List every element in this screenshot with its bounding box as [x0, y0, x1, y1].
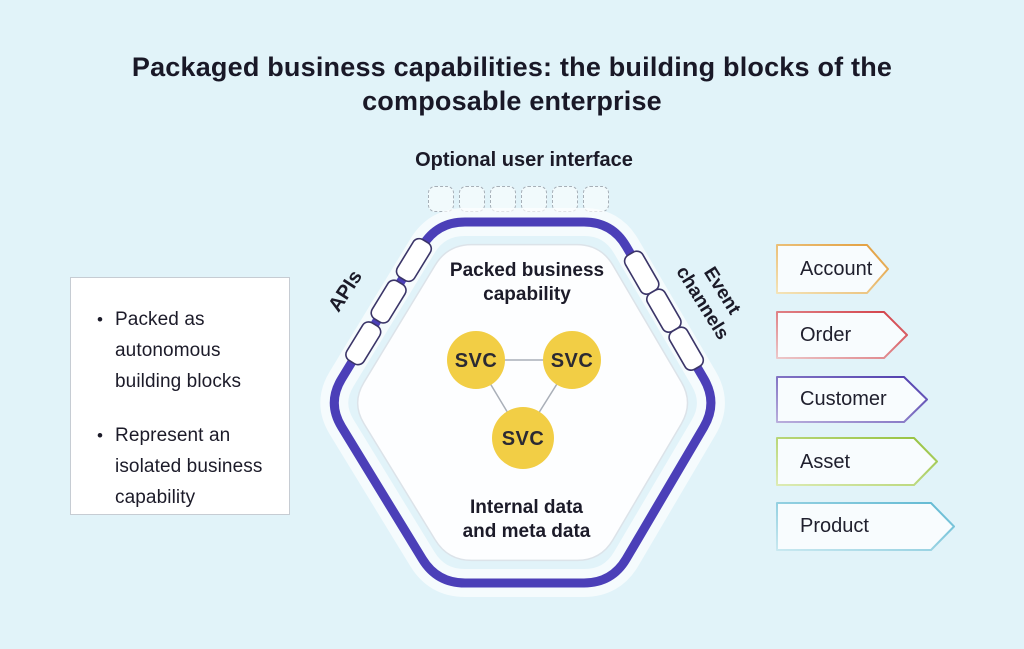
- api-connectors: [345, 237, 433, 366]
- svc-node-label: SVC: [455, 350, 498, 372]
- svc-node-circle: [447, 331, 505, 389]
- tag-label-order: Order: [800, 324, 852, 346]
- svc-node-label: SVC: [551, 350, 594, 372]
- api-connector-pill: [345, 321, 382, 366]
- api-connector-pill: [395, 237, 433, 283]
- capability-label: Packed business capability: [449, 260, 605, 305]
- notes-list: Packed as autonomous building blocks Rep…: [71, 278, 289, 513]
- capability-tags: [776, 244, 955, 551]
- tag-label-asset: Asset: [800, 451, 851, 473]
- event-channel-connectors: [623, 250, 705, 371]
- ui-slot-icon: [583, 186, 609, 212]
- notes-panel: Packed as autonomous building blocks Rep…: [70, 277, 290, 515]
- optional-ui-slots: [428, 186, 609, 212]
- ui-slot-icon: [459, 186, 485, 212]
- internal-data-label: Internal data and meta data: [462, 497, 591, 542]
- tag-arrow-order: [776, 311, 908, 359]
- hexagon-ring: [329, 217, 716, 588]
- svc-node-circle: [492, 407, 554, 469]
- tag-label-account: Account: [800, 258, 873, 280]
- tag-label-customer: Customer: [800, 388, 887, 410]
- svc-node-circle: [543, 331, 601, 389]
- tag-label-product: Product: [800, 515, 869, 537]
- svc-node-label: SVC: [502, 428, 545, 450]
- note-bullet: Represent an isolated business capabilit…: [97, 420, 279, 513]
- event-connector-pill: [668, 326, 705, 371]
- api-connector-pill: [370, 279, 407, 324]
- tag-arrow-product: [776, 502, 955, 551]
- ui-slot-icon: [428, 186, 454, 212]
- page-title: Packaged business capabilities: the buil…: [131, 52, 893, 116]
- svc-nodes: SVC SVC SVC: [447, 331, 601, 469]
- tag-arrow-customer: [776, 376, 928, 423]
- hexagon-inner-card: [356, 243, 689, 562]
- tag-arrow-account: [776, 244, 889, 294]
- tag-arrow-asset: [776, 437, 938, 486]
- optional-ui-label: Optional user interface: [415, 149, 633, 171]
- note-bullet: Packed as autonomous building blocks: [97, 304, 279, 397]
